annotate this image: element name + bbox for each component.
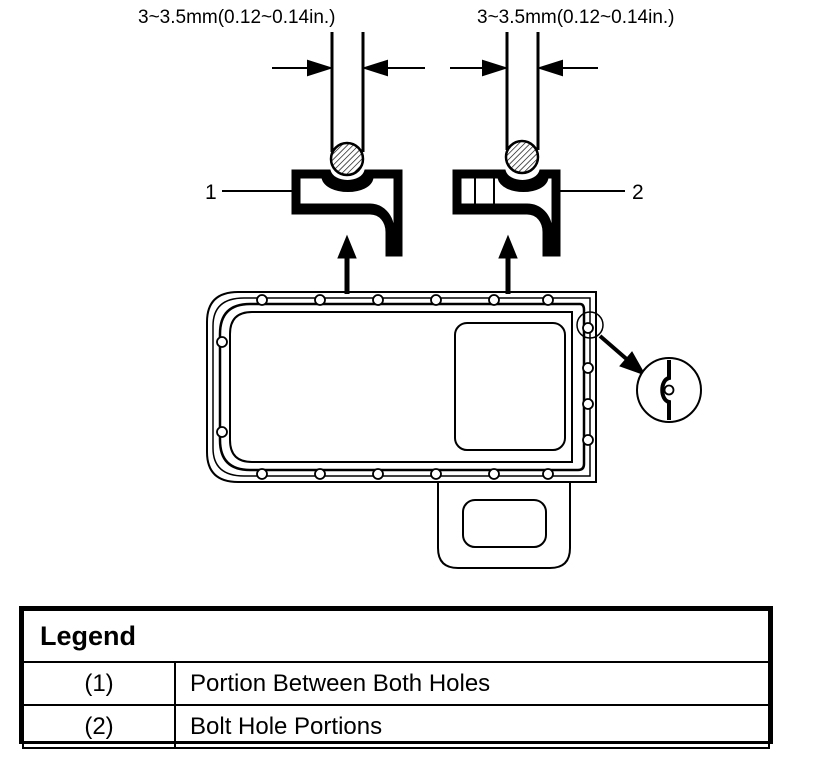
legend-number-1: (1) (22, 661, 176, 706)
bolt-hole (314, 294, 326, 306)
bolt-hole (372, 468, 384, 480)
sealant-bead-line (218, 302, 586, 472)
bolt-hole (216, 426, 228, 438)
right-sealant-bead (504, 139, 540, 175)
dimension-label-right: 3~3.5mm(0.12~0.14in.) (477, 7, 675, 28)
bolt-hole (582, 362, 594, 374)
pointer-arrows (337, 234, 518, 294)
right-sealant-nozzle (505, 32, 540, 150)
detail-arrow (598, 334, 647, 376)
oil-pan-pickup-tab (437, 482, 571, 569)
legend-title: Legend (22, 609, 770, 663)
legend-description-2: Bolt Hole Portions (174, 704, 770, 749)
left-dimension-arrows (272, 59, 425, 77)
legend-description-1: Portion Between Both Holes (174, 661, 770, 706)
bolt-hole (256, 294, 268, 306)
bolt-hole (372, 294, 384, 306)
bolt-holes (216, 294, 594, 480)
oil-pan (206, 291, 597, 569)
bolt-hole (582, 434, 594, 446)
bolt-hole (256, 468, 268, 480)
bolt-hole (314, 468, 326, 480)
bolt-hole-detail-view (636, 357, 702, 423)
left-sealant-nozzle (330, 32, 365, 152)
right-dimension-arrows (450, 59, 598, 77)
bolt-hole (216, 336, 228, 348)
legend-number-2: (2) (22, 704, 176, 749)
oil-pan-outer-flange (206, 291, 597, 483)
table-row: (2) Bolt Hole Portions (22, 704, 770, 749)
bolt-hole (582, 322, 594, 334)
oil-pan-sump-area (454, 322, 566, 451)
bolt-hole (542, 468, 554, 480)
bolt-hole-lines (474, 178, 495, 204)
callout-number-1: 1 (205, 181, 217, 204)
table-row: (1) Portion Between Both Holes (22, 661, 770, 706)
bolt-hole (430, 468, 442, 480)
legend-table: Legend (1) Portion Between Both Holes (2… (19, 606, 773, 749)
callout-number-2: 2 (632, 181, 644, 204)
left-sealant-bead (329, 141, 365, 177)
right-flange-section (452, 169, 561, 257)
bolt-hole (430, 294, 442, 306)
bolt-hole (582, 398, 594, 410)
bolt-hole (488, 294, 500, 306)
dimension-label-left: 3~3.5mm(0.12~0.14in.) (138, 7, 336, 28)
left-flange-section (291, 169, 403, 257)
detail-source-circle (576, 311, 604, 339)
oil-pan-inner-wall (229, 311, 573, 463)
bolt-hole (488, 468, 500, 480)
oil-pan-pickup-window (462, 499, 547, 548)
oil-pan-flange-inner (212, 297, 591, 477)
bolt-hole (542, 294, 554, 306)
oil-pan-sealant-diagram: 3~3.5mm(0.12~0.14in.) 3~3.5mm(0.12~0.14i… (138, 7, 702, 569)
